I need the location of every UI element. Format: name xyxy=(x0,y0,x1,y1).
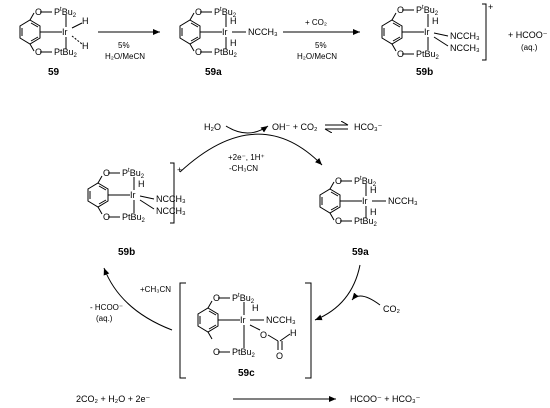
step3-condition: (aq.) xyxy=(96,314,113,323)
iridium-label: Ir xyxy=(424,27,430,37)
overall-products: HCOO⁻ + HCO₃⁻ xyxy=(350,394,421,404)
oxygen-label: O xyxy=(397,5,404,15)
step1-condition: +2e⁻, 1H⁺ xyxy=(228,153,265,162)
hydride-label: H xyxy=(230,38,237,48)
arrow1-condition: H₂O/MeCN xyxy=(105,52,145,61)
co2-label: CO₂ xyxy=(383,304,401,314)
oxygen-label: O xyxy=(335,216,342,226)
acetonitrile-label: NCCH₃ xyxy=(450,43,480,53)
charge-label: + xyxy=(488,2,493,12)
phosphine-label: PtBu2 xyxy=(122,168,145,180)
compound-label-59b-cycle: 59b xyxy=(118,247,135,258)
step3-condition: - HCOO⁻ xyxy=(90,303,123,312)
compound-label-59a: 59a xyxy=(205,67,222,78)
oxygen-label: O xyxy=(35,47,42,57)
iridium-label: Ir xyxy=(240,315,246,325)
complex-59b-cycle: O O PtBu2 PtBu2 Ir H NCCH₃ NCCH₃ + xyxy=(87,162,186,224)
formate-oxygen-label: O xyxy=(260,330,267,340)
cycle-arrow-right xyxy=(314,264,361,321)
compound-label-59a-cycle: 59a xyxy=(352,247,369,258)
phosphine-label: PtBu2 xyxy=(354,176,377,188)
hydride-label: H xyxy=(138,179,145,189)
compound-label-59b: 59b xyxy=(416,67,433,78)
acetonitrile-label: NCCH₃ xyxy=(388,196,418,206)
cycle-arrow-top xyxy=(179,133,323,173)
phosphine-label: PtBu2 xyxy=(54,7,77,19)
iridium-label: Ir xyxy=(62,27,68,37)
co2-in-arrow xyxy=(351,292,381,306)
iridium-label: Ir xyxy=(130,190,136,200)
overall-reactants: 2CO₂ + H₂O + 2e⁻ xyxy=(76,394,151,404)
formate-phase: (aq.) xyxy=(521,43,538,52)
complex-59a: O O PtBu2 PtBu2 Ir H H NCCH₃ xyxy=(179,7,278,59)
arrow1-condition: 5% xyxy=(118,41,130,50)
hydride-label: H xyxy=(230,16,237,26)
oxygen-label: O xyxy=(335,176,342,186)
oxygen-label: O xyxy=(213,347,220,357)
arrow2-condition: 5% xyxy=(315,41,327,50)
oxygen-label: O xyxy=(195,47,202,57)
oxygen-label: O xyxy=(213,293,220,303)
phosphine-label: PtBu2 xyxy=(54,47,78,59)
complex-59c: O O PtBu2 PtBu2 Ir H NCCH₃ O O H xyxy=(197,293,297,361)
hydride-label: H xyxy=(432,16,439,26)
phosphine-label: PtBu2 xyxy=(416,49,440,61)
hydride-label: H xyxy=(82,16,89,26)
acetonitrile-label: NCCH₃ xyxy=(450,31,480,41)
oxygen-label: O xyxy=(35,7,42,17)
arrow2-condition: H₂O/MeCN xyxy=(297,52,337,61)
phosphine-label: PtBu2 xyxy=(214,7,237,19)
step3-add: +CH₃CN xyxy=(140,285,171,294)
equilibrium-right: HCO₃⁻ xyxy=(354,122,383,132)
compound-label-59c: 59c xyxy=(238,368,255,379)
water-label: H₂O xyxy=(204,122,221,132)
acetonitrile-label: NCCH₃ xyxy=(266,315,296,325)
formate-hydrogen-label: H xyxy=(290,328,297,338)
phosphine-label: PtBu2 xyxy=(354,216,378,228)
oxygen-label: O xyxy=(195,7,202,17)
formate-oxygen-label: O xyxy=(276,351,283,361)
cycle-arrow-left xyxy=(103,267,173,331)
acetonitrile-label: NCCH₃ xyxy=(156,206,186,216)
iridium-label: Ir xyxy=(362,196,368,206)
equilibrium-left: OH⁻ + CO₂ xyxy=(272,122,318,132)
water-in-arrow xyxy=(225,125,269,134)
hydride-label: H xyxy=(252,303,259,313)
phosphine-label: PtBu2 xyxy=(214,47,238,59)
complex-59: O O PtBu2 PtBu2 Ir H H xyxy=(19,7,89,59)
complex-59b: O O PtBu2 PtBu2 Ir H NCCH₃ NCCH₃ + xyxy=(381,2,493,61)
intermediate-bracket-right xyxy=(305,282,312,379)
intermediate-bracket-left xyxy=(179,282,186,379)
compound-label-59: 59 xyxy=(48,67,60,78)
acetonitrile-label: NCCH₃ xyxy=(156,194,186,204)
phosphine-label: PtBu2 xyxy=(232,347,256,359)
arrow2-condition: + CO₂ xyxy=(305,18,327,27)
oxygen-label: O xyxy=(103,212,110,222)
acetonitrile-label: NCCH₃ xyxy=(248,27,278,37)
phosphine-label: PtBu2 xyxy=(232,293,255,305)
equilibrium-arrows xyxy=(325,125,348,129)
oxygen-label: O xyxy=(103,168,110,178)
formate-product: + HCOO⁻ xyxy=(508,30,548,40)
complex-59a-cycle: O O PtBu2 PtBu2 Ir H H NCCH₃ xyxy=(319,176,418,228)
phosphine-label: PtBu2 xyxy=(122,212,146,224)
hydride-label: H xyxy=(370,185,377,195)
oxygen-label: O xyxy=(397,49,404,59)
hydride-label: H xyxy=(82,41,89,51)
phosphine-label: PtBu2 xyxy=(416,5,439,17)
step1-condition: -CH₃CN xyxy=(229,164,258,173)
charge-label: + xyxy=(177,165,182,175)
iridium-label: Ir xyxy=(222,27,228,37)
hydride-label: H xyxy=(370,207,377,217)
